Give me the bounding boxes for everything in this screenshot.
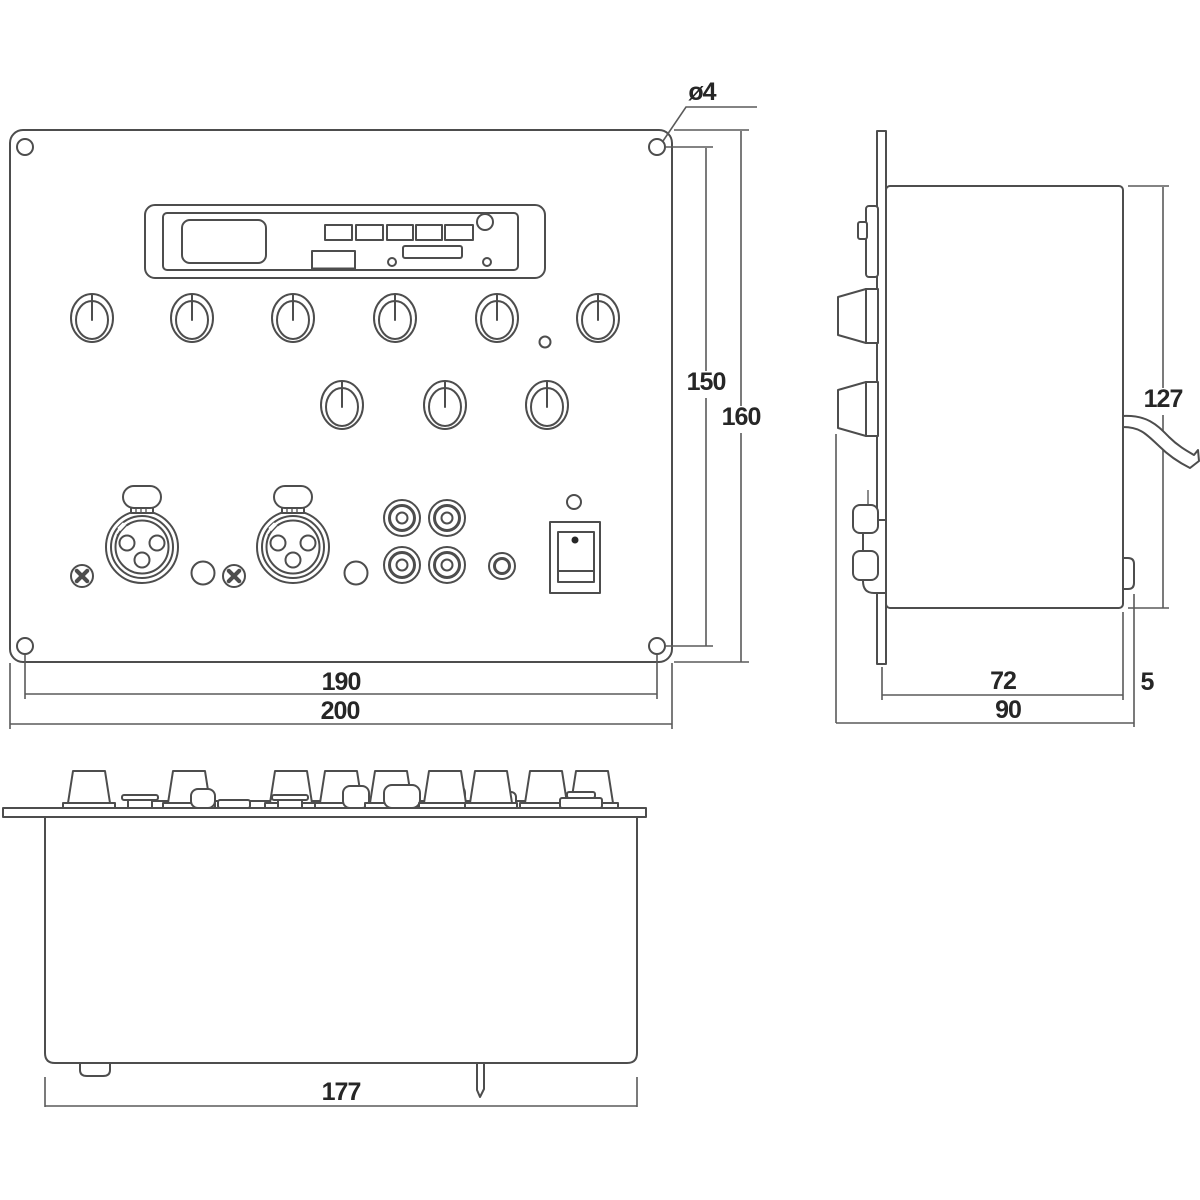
front-dimensions: ø4 150 160 190 200 xyxy=(9,78,761,729)
knob-side-profile xyxy=(837,381,879,437)
front-view: ø4 150 160 190 200 xyxy=(9,78,761,729)
knob-bottom-profile xyxy=(418,770,472,809)
screw-bottom-profile xyxy=(217,799,251,809)
front-panel xyxy=(9,129,673,663)
usb-port-icon xyxy=(311,250,356,270)
side-dimensions: 127 72 5 90 xyxy=(835,185,1183,727)
rotary-knob xyxy=(475,293,519,343)
power-cable xyxy=(1122,414,1200,469)
connector-row xyxy=(71,485,601,594)
leader-line xyxy=(662,106,757,142)
led-indicator-icon xyxy=(538,335,552,349)
rca-bottom-profile xyxy=(383,784,421,809)
knob-row-1 xyxy=(70,293,620,349)
bottom-protrusions xyxy=(62,770,619,809)
ir-sensor-icon xyxy=(476,213,494,231)
panel-edge-bottom xyxy=(2,807,647,818)
dim-chassis-height: 127 xyxy=(1144,385,1183,413)
dim-hole-spacing-horizontal: 190 xyxy=(322,668,361,696)
rca-side-profile xyxy=(852,550,879,581)
dim-chassis-width: 177 xyxy=(322,1078,361,1106)
module-protrusion-side xyxy=(857,205,879,278)
rotary-knob xyxy=(320,380,364,430)
rocker-switch xyxy=(549,521,601,594)
rotary-knob xyxy=(525,380,569,430)
module-button xyxy=(444,224,474,241)
switch-bottom-profile xyxy=(559,791,603,809)
power-led-icon xyxy=(566,494,582,510)
dim-chassis-depth: 72 xyxy=(990,667,1016,695)
module-button xyxy=(415,224,443,241)
rotary-knob xyxy=(576,293,620,343)
dim-panel-height: 160 xyxy=(722,403,761,431)
dim-hole-spacing-vertical: 150 xyxy=(687,368,726,396)
rca-jack xyxy=(427,498,467,538)
mounting-hole-top-left xyxy=(16,138,34,156)
module-led-icon xyxy=(482,257,492,267)
xlr-socket xyxy=(256,485,330,584)
chassis-bottom xyxy=(44,816,638,1064)
dim-total-depth: 90 xyxy=(995,696,1021,724)
round-hole xyxy=(343,560,369,586)
panel-screw-icon xyxy=(71,565,93,587)
rotary-knob xyxy=(271,293,315,343)
media-player-module xyxy=(144,204,546,279)
knob-side-profile xyxy=(837,288,879,344)
knob-bottom-profile xyxy=(62,770,116,809)
rca-jack xyxy=(382,545,422,585)
xlr-latch-bottom-profile xyxy=(271,794,309,809)
dim-hole-diameter: ø4 xyxy=(688,78,716,106)
mounting-hole-top-right xyxy=(648,138,666,156)
foot-tab xyxy=(79,1062,111,1077)
xlr-latch-bottom-profile xyxy=(121,794,159,809)
rotary-knob xyxy=(373,293,417,343)
display-icon xyxy=(181,219,267,264)
rca-jack xyxy=(382,498,422,538)
mounting-hole-bottom-left xyxy=(16,637,34,655)
mounting-hole-bottom-right xyxy=(648,637,666,655)
sd-card-slot-icon xyxy=(402,245,463,259)
dim-rear-protrusion: 5 xyxy=(1141,668,1155,696)
chassis-side xyxy=(885,185,1124,609)
module-led-icon xyxy=(387,257,397,267)
side-view: 127 72 5 90 xyxy=(835,130,1200,727)
rca-jack xyxy=(427,545,467,585)
module-bezel xyxy=(162,212,519,271)
module-frame xyxy=(144,204,546,279)
panel-screw-icon xyxy=(223,565,245,587)
rotary-knob xyxy=(423,380,467,430)
bottom-dimensions: 177 xyxy=(44,1077,638,1107)
rear-tab xyxy=(1122,557,1135,590)
rotary-knob xyxy=(170,293,214,343)
cable-bottom xyxy=(476,1062,485,1098)
rca-side-profile xyxy=(852,504,879,534)
bottom-view: 177 xyxy=(2,770,647,1107)
knob-row-2 xyxy=(320,380,569,430)
hole-sleeve-bottom-profile xyxy=(190,788,216,809)
module-button xyxy=(355,224,384,241)
dim-panel-width: 200 xyxy=(321,697,360,725)
round-hole xyxy=(190,560,216,586)
module-button xyxy=(324,224,353,241)
module-button xyxy=(386,224,414,241)
rotary-knob xyxy=(70,293,114,343)
xlr-socket xyxy=(105,485,179,584)
mini-jack xyxy=(488,552,516,580)
knob-bottom-profile xyxy=(464,770,518,809)
